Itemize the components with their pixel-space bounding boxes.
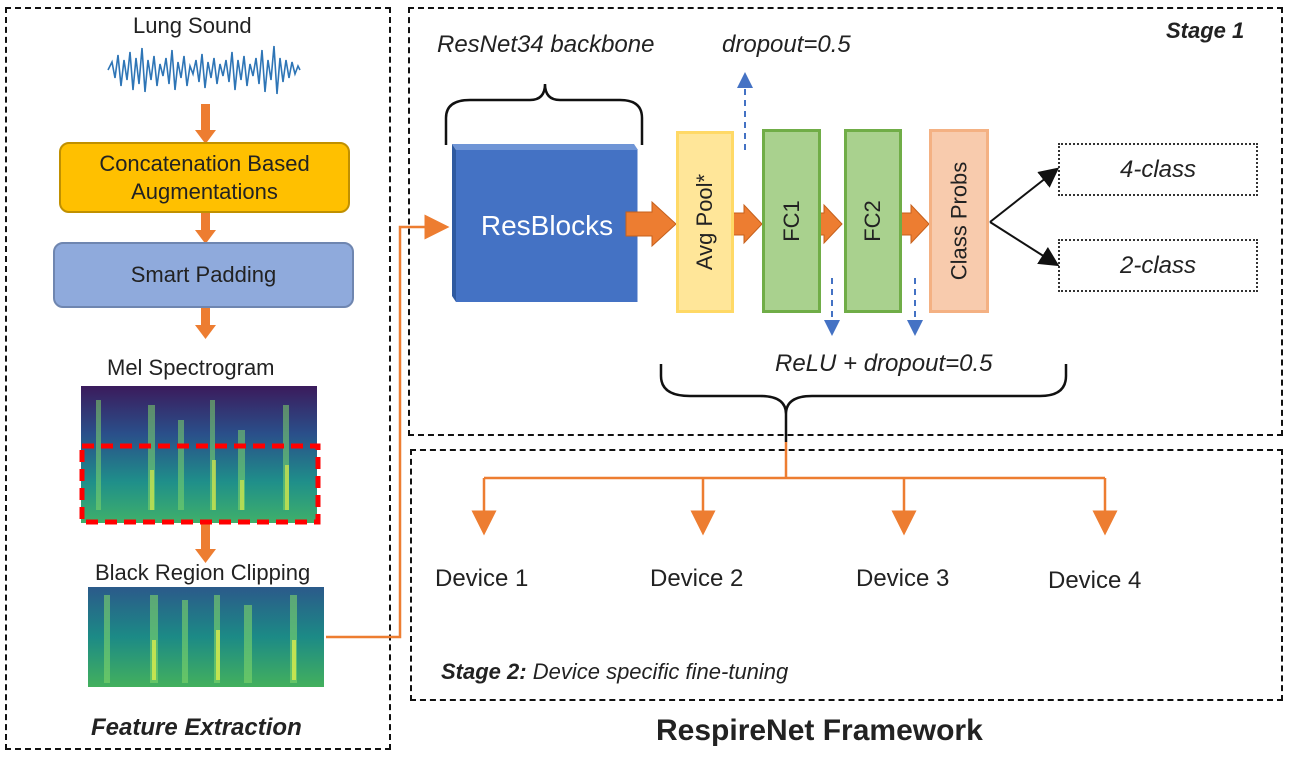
stage2-title-bold: Stage 2: (441, 659, 527, 684)
resblocks-label: ResBlocks (480, 210, 614, 241)
class-probs-label: Class Probs (946, 161, 971, 281)
feature-extraction-panel (5, 7, 391, 750)
device-2-label: Device 2 (650, 565, 744, 592)
feature-flow-arrows (195, 104, 216, 563)
device-3-label: Device 3 (856, 565, 950, 592)
smart-padding-box: Smart Padding (53, 242, 354, 308)
framework-title: RespireNet Framework (656, 714, 983, 747)
output-4class-label: 4-class (1119, 155, 1197, 183)
stage1-title: Stage 1 (1166, 18, 1245, 43)
feature-to-resblocks-connector (326, 214, 450, 639)
finetune-brace (659, 364, 1068, 442)
stage2-title: Stage 2: Device specific fine-tuning (441, 659, 788, 685)
mel-spectrogram-image (79, 386, 321, 525)
fc1-label: FC1 (778, 200, 804, 242)
resblocks-label-wrap: ResBlocks (456, 150, 638, 302)
augmentation-label-line2: Augmentations (131, 178, 278, 204)
smart-padding-label: Smart Padding (130, 262, 277, 287)
backbone-brace (444, 83, 644, 145)
output-2class-label: 2-class (1119, 251, 1197, 279)
dropout-arrows (737, 72, 923, 336)
device-1-label: Device 1 (435, 565, 529, 592)
pipeline-arrows (625, 200, 930, 248)
fc2-label: FC2 (860, 200, 885, 242)
augmentation-box: Concatenation Based Augmentations (59, 142, 350, 213)
dropout-top-label: dropout=0.5 (722, 31, 851, 58)
device-distribution (471, 442, 1118, 536)
avg-pool-label: Avg Pool* (692, 173, 717, 271)
class-probs-box: Class Probs (929, 129, 989, 313)
relu-dropout-label: ReLU + dropout=0.5 (775, 350, 993, 377)
stage1-panel (408, 7, 1283, 436)
output-2class-box: 2-class (1058, 239, 1258, 292)
resblocks-block (452, 144, 639, 302)
lung-sound-label: Lung Sound (133, 13, 252, 38)
output-4class-box: 4-class (1058, 143, 1258, 196)
black-region-clipping-label: Black Region Clipping (95, 560, 311, 585)
stage2-title-rest: Device specific fine-tuning (526, 659, 789, 684)
clipped-spectrogram-image (88, 587, 324, 687)
fc1-box: FC1 (762, 129, 821, 313)
backbone-label: ResNet34 backbone (437, 31, 655, 58)
feature-extraction-title: Feature Extraction (91, 714, 302, 741)
output-arrows (989, 167, 1060, 267)
device-4-label: Device 4 (1048, 567, 1142, 594)
augmentation-label-line1: Concatenation Based (99, 150, 310, 176)
avg-pool-box: Avg Pool* (676, 131, 734, 313)
mel-spectrogram-label: Mel Spectrogram (107, 355, 275, 380)
fc2-box: FC2 (844, 129, 902, 313)
stage2-panel (410, 449, 1283, 701)
waveform-icon (107, 45, 301, 95)
